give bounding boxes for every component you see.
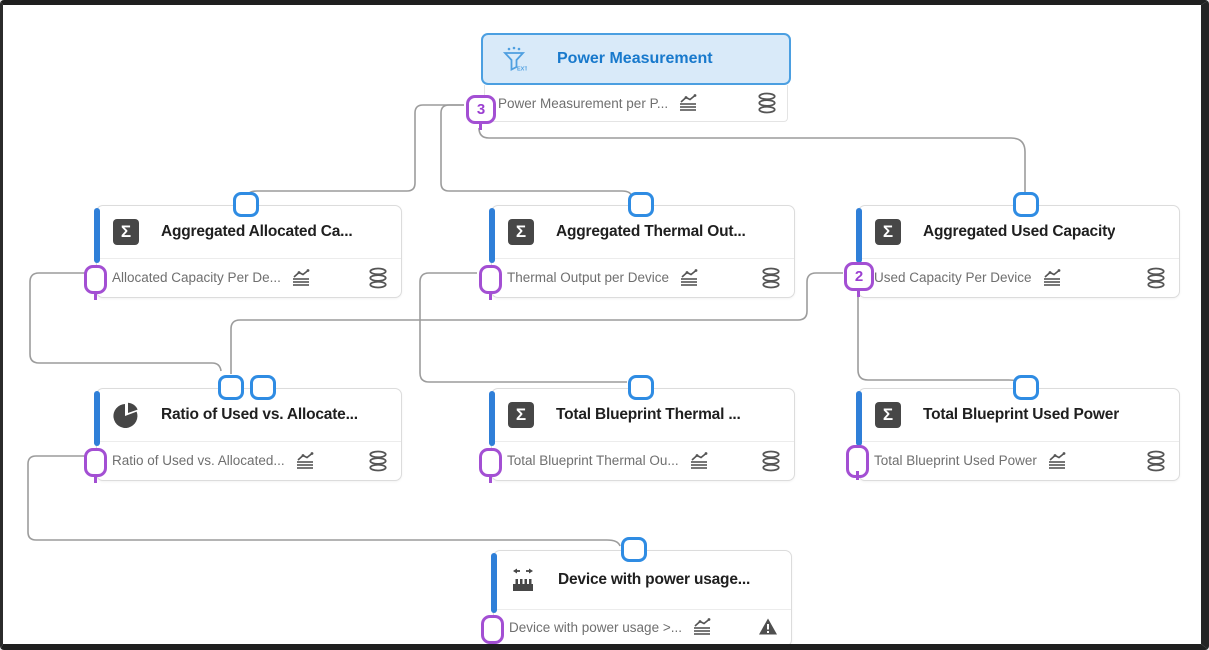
node-ratio-used-vs-allocated[interactable]: Ratio of Used vs. Allocate... Ratio of U… [84,375,402,483]
node-header: Total Blueprint Thermal ... [492,389,794,442]
node-subtitle-row: Ratio of Used vs. Allocated... [97,442,401,479]
node-subtitle: Total Blueprint Thermal Ou... [507,453,679,468]
output-port[interactable] [479,448,502,483]
chart-icon [678,268,700,288]
output-port[interactable] [481,615,504,644]
edge-used-to-ratio [230,272,843,374]
chart-icon [677,93,699,113]
accent-bar [491,553,497,613]
chart-icon [1041,268,1063,288]
node-title: Total Blueprint Used Power [923,406,1120,423]
node-aggregated-used-capacity[interactable]: Aggregated Used Capacity Used Capacity P… [844,192,1180,298]
chart-icon [294,451,316,471]
edge-pm-to-used [478,127,1026,194]
node-subtitle: Allocated Capacity Per De... [112,270,281,285]
node-subtitle-row: Allocated Capacity Per De... [97,259,401,296]
sigma-icon [508,219,534,245]
edge-ratio-to-device [27,455,621,547]
node-aggregated-allocated-capacity[interactable]: Aggregated Allocated Ca... Allocated Cap… [84,192,402,300]
database-icon [760,267,782,289]
ruler-arrows-icon [510,567,536,593]
node-aggregated-thermal-output[interactable]: Aggregated Thermal Out... Thermal Output… [479,192,795,300]
accent-bar [94,208,100,263]
node-total-blueprint-thermal[interactable]: Total Blueprint Thermal ... Total Bluepr… [479,375,795,483]
edge-layer [27,104,1026,547]
node-subtitle: Power Measurement per P... [498,95,669,111]
node-power-measurement[interactable]: EXT Power Measurement Power Measurement … [466,33,791,130]
database-icon [367,267,389,289]
node-header: Total Blueprint Used Power [859,389,1179,442]
edge-used-to-bpused [857,297,1025,388]
node-subtitle-row: Used Capacity Per Device [859,259,1179,296]
input-port[interactable] [621,537,647,562]
accent-bar [489,391,495,446]
node-title: Aggregated Thermal Out... [556,223,746,240]
node-header: EXT Power Measurement [481,33,791,85]
node-title: Device with power usage... [558,571,751,588]
accent-bar [856,391,862,446]
output-port[interactable] [84,265,107,300]
accent-bar [94,391,100,446]
output-port-badge[interactable]: 3 [466,95,496,130]
input-port[interactable] [628,192,654,217]
input-port[interactable] [628,375,654,400]
edge-pm-to-thermal [440,104,633,198]
sigma-icon [875,219,901,245]
edge-thermal-to-bpthermal [419,272,627,383]
node-title: Ratio of Used vs. Allocate... [161,406,358,423]
database-icon [367,450,389,472]
node-subtitle: Ratio of Used vs. Allocated... [112,453,285,468]
node-total-blueprint-used-power[interactable]: Total Blueprint Used Power Total Bluepri… [846,375,1180,481]
edge-pm-to-allocated [246,104,464,198]
node-subtitle: Device with power usage >... [509,619,682,635]
node-header: Aggregated Used Capacity [859,206,1179,259]
node-title: Power Measurement [557,50,713,67]
output-port[interactable] [479,265,502,300]
node-title: Total Blueprint Thermal ... [556,406,741,423]
node-title: Aggregated Allocated Ca... [161,223,353,240]
output-port[interactable] [84,448,107,483]
node-subtitle-row: Total Blueprint Used Power [859,442,1179,479]
database-icon [760,450,782,472]
chart-icon [691,617,713,637]
edge-allocated-to-ratio [29,272,222,372]
node-subtitle-row: Device with power usage >... [494,610,791,644]
accent-bar [489,208,495,263]
chart-icon [688,451,710,471]
node-subtitle: Thermal Output per Device [507,270,670,285]
node-subtitle: Total Blueprint Used Power [874,453,1037,468]
chart-icon [290,268,312,288]
node-title: Aggregated Used Capacity [923,223,1116,240]
accent-bar [856,208,862,263]
node-subtitle-row: Total Blueprint Thermal Ou... [492,442,794,479]
sigma-icon [113,219,139,245]
output-port[interactable] [846,445,869,480]
input-port[interactable] [1013,192,1039,217]
database-icon [756,92,778,114]
funnel-ext-icon: EXT [501,46,527,72]
node-header: Device with power usage... [494,551,791,610]
node-header: Aggregated Thermal Out... [492,206,794,259]
input-port[interactable] [233,192,259,217]
node-subtitle: Used Capacity Per Device [874,270,1032,285]
sigma-icon [875,402,901,428]
sigma-icon [508,402,534,428]
input-port-left[interactable] [218,375,244,400]
input-port-right[interactable] [250,375,276,400]
pie-icon [113,402,139,428]
node-header: Aggregated Allocated Ca... [97,206,401,259]
database-icon [1145,267,1167,289]
svg-text:EXT: EXT [517,67,527,73]
node-subtitle-row: Thermal Output per Device [492,259,794,296]
input-port[interactable] [1013,375,1039,400]
node-subtitle-row: Power Measurement per P... [484,85,788,122]
chart-icon [1046,451,1068,471]
warning-icon [757,617,779,637]
database-icon [1145,450,1167,472]
node-device-with-power-usage[interactable]: Device with power usage... Device with p… [481,537,792,644]
node-header: Ratio of Used vs. Allocate... [97,389,401,442]
output-port-badge[interactable]: 2 [844,262,874,297]
